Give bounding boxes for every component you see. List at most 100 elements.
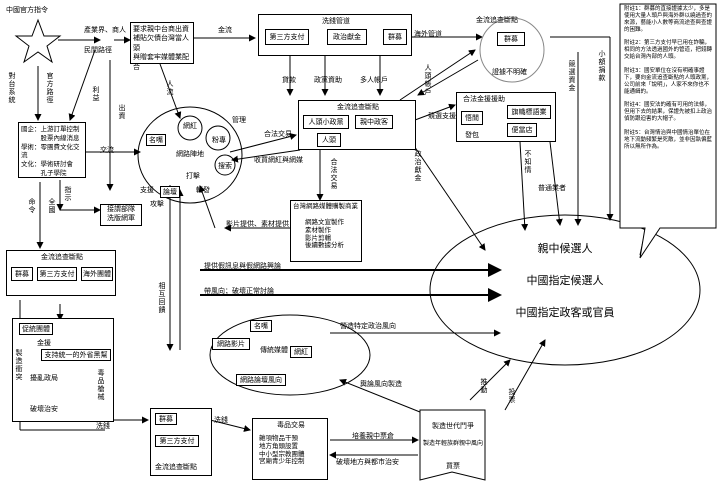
arrow-industry-left bbox=[68, 49, 96, 121]
bottom-node-box: 群募 第三方支付 金流追查斷點 bbox=[150, 408, 212, 476]
overseas-label: 海外管道 bbox=[414, 30, 442, 38]
provide-label: 影片提供、素材提供 bbox=[226, 220, 289, 228]
ordinary-vendors: 普通業者 bbox=[538, 184, 566, 192]
circle-right bbox=[429, 214, 701, 366]
support-label: 支援 bbox=[140, 186, 154, 194]
network-search: 搜索 bbox=[218, 162, 232, 170]
lobbyist-label: 政 治 獻 金 bbox=[414, 150, 422, 183]
network-name: 名嘴 bbox=[146, 134, 166, 146]
demand-box: 要求親中台商出資 補貼欠債台灣當人頭 與贈套牢媒體業配合 bbox=[130, 22, 194, 71]
mid-trad: 傳統媒體 bbox=[260, 346, 288, 354]
lb-wash: 洗錢 bbox=[96, 422, 110, 430]
network-relay: 轉發 bbox=[196, 186, 210, 194]
network-outlets: 網路陣地 bbox=[176, 150, 204, 158]
bottom-node-title: 金流追查斷點 bbox=[155, 463, 197, 471]
breakthrough-label: 帶風向；破壞正常討論 bbox=[204, 287, 274, 295]
media-help-label: 營造特定政治風向 bbox=[340, 322, 396, 330]
note-3: 附註3：國安單位在沒有明確事證下，要向金流追查斷點的人頭政黨，公司前來「說明」，… bbox=[624, 67, 713, 95]
arrow-demand-network bbox=[159, 63, 182, 119]
troll-army-box: 接謂部隊 洗版網軍 bbox=[100, 204, 142, 226]
lb-destroy: 破壞治安 bbox=[30, 405, 58, 413]
lb-disrupt: 擾亂政局 bbox=[30, 374, 58, 382]
trade-box: 毒品交易 雜項物品干預 地方角頭設置 中小型宗教團體 宮廟青少年控制 bbox=[252, 418, 328, 480]
lb-manufacture: 製 造 衝 突 bbox=[15, 349, 23, 382]
vote-bank-label: 培養親中票倉 bbox=[352, 432, 394, 440]
industry-label: 產業界、商人 bbox=[84, 26, 126, 34]
media-title: 台灣網路媒體購製商業 bbox=[293, 202, 358, 210]
flow-node-title: 金流追查斷點 bbox=[337, 103, 379, 111]
bottom-wash: 洗錢 bbox=[214, 416, 228, 424]
flow-node-box: 金流追查斷點 人頭小政黨 親中政客 人頭 bbox=[298, 100, 416, 150]
arrow-network-flow bbox=[229, 133, 297, 153]
commission-label: 合 法 交 易 bbox=[330, 158, 338, 191]
instruction-label: 指 示 bbox=[64, 186, 72, 203]
gang-title: 製造世代鬥爭 bbox=[432, 422, 474, 430]
arrow-overseas-node bbox=[399, 49, 476, 101]
unaware-label: 不 知 情 bbox=[524, 150, 532, 175]
lb-funds: 金援 bbox=[37, 339, 51, 347]
official-designated: 中國指定政客或官員 bbox=[515, 306, 615, 319]
lb-front: 促統團體 bbox=[19, 323, 53, 335]
campaign-funds: 競 選 資 金 bbox=[568, 60, 576, 93]
cash-label: 金流 bbox=[218, 26, 232, 34]
legit-box: 合法金援援助 悟閒 旗幟標語業 發包 便當店 bbox=[456, 92, 556, 142]
gang-buy: 買票 bbox=[446, 462, 460, 470]
arrow-legit-circle-2 bbox=[549, 141, 563, 226]
mid-review: 網路論壇風向 bbox=[236, 374, 286, 386]
arrow-flow-collect bbox=[231, 149, 301, 163]
bottom-lobby: 群募 bbox=[155, 413, 177, 425]
public-opinion-label: 輿論風向製造 bbox=[360, 380, 402, 388]
manage-label: 管理 bbox=[232, 116, 246, 124]
inflow-label: 人 流 bbox=[166, 80, 174, 97]
third-party-box: 第三方支付 bbox=[265, 29, 309, 45]
lb-title: 金流追查斷點 bbox=[41, 253, 83, 261]
note-2: 附註2：第三方支付早已用在詐騙，相同的方法透過國外的管道，把錢轉交給台灣內部的人… bbox=[624, 40, 713, 61]
civil-path-label: 民間路徑 bbox=[84, 46, 112, 54]
destroy-public-label: 破壞地方與都市治安 bbox=[336, 458, 399, 466]
loan-label: 貸款 bbox=[282, 76, 296, 84]
mid-web: 網紅 bbox=[290, 346, 312, 358]
circle-web-in bbox=[177, 115, 203, 141]
mid-name: 名嘴 bbox=[250, 320, 272, 332]
official-command-label: 中國官方指令 bbox=[6, 6, 48, 14]
state-orgs-box: 國企：上游訂單控制 股票內線消息 學術：零團費文化交流 文化：學術研討會 孔子學… bbox=[18, 122, 86, 178]
arrow-overseas-lobby bbox=[417, 59, 479, 96]
launder-title: 洗錢管道 bbox=[322, 17, 350, 25]
legal-trade-label: 合法交易 bbox=[264, 130, 292, 138]
trade-goods: 雜項物品干預 地方角頭設置 中小型宗教團體 宮廟青少年控制 bbox=[259, 434, 305, 466]
arrow-media-network bbox=[198, 185, 216, 229]
arrow-push bbox=[469, 359, 511, 401]
circle-network bbox=[137, 106, 243, 204]
overseas-lobby-box: 群募 bbox=[497, 32, 525, 46]
flag-box: 旗幟標語業 bbox=[507, 105, 551, 119]
circle-media bbox=[209, 314, 371, 396]
lb-front-box: 促統團體 金援 支持統一的外省黑幫 製 造 衝 突 毒 品 槍 械 bbox=[12, 318, 114, 422]
circle-overseas-node bbox=[479, 17, 545, 83]
network-forum: 論壇 bbox=[160, 186, 180, 198]
arrow-wash-2 bbox=[209, 419, 251, 432]
arrow-vote bbox=[504, 339, 546, 411]
legit-title: 合法金援援助 bbox=[463, 95, 505, 103]
overseas-node-title: 金流追查斷點 bbox=[476, 16, 518, 24]
notes-text: 附註1：群募的直接證據太少，多是使用大量人頭戶與海外群以繞過查的來源，藝能小人數… bbox=[624, 6, 714, 150]
group-box: 悟閒 bbox=[461, 111, 483, 125]
sector-stack: 對 台 系 統 bbox=[8, 72, 16, 105]
mutual-label: 相 互 回 饋 bbox=[158, 282, 166, 315]
note-4: 附註4：國安法的確有可用的法條，但用下去的結果，保證先被扣上政治偵防跟迫害的大帽… bbox=[624, 102, 713, 122]
lb-node-box: 金流追查斷點 群募 第三方支付 海外團體 bbox=[6, 250, 116, 296]
mid-video: 網路影片 bbox=[212, 338, 250, 350]
nationwide-label: 全 國 bbox=[48, 198, 56, 215]
launder-box: 洗錢管道 第三方支付 政治獻金 群募 bbox=[258, 14, 412, 56]
campaign-support-label: 競選支援 bbox=[428, 112, 456, 120]
pro-china-politician-box: 親中政客 bbox=[355, 115, 393, 129]
false-news-label: 提供假訊息與假網路興論 bbox=[204, 262, 281, 270]
note-5: 附註5：台灣情治與中國情治單位在地下流動頻繁是死敵，並非因執偏藍所以無所作為。 bbox=[624, 129, 713, 150]
notes-bubble bbox=[619, 3, 717, 259]
star-icon bbox=[14, 18, 62, 64]
lb-overseas: 海外團體 bbox=[81, 267, 113, 281]
media-box: 台灣網路媒體購製商業 網路文宣製作 素材製作 影片剪輯 後續數據分析 bbox=[290, 200, 362, 262]
outflow-label: 出 資 bbox=[118, 104, 126, 121]
small-donations: 小 額 捐 款 bbox=[598, 50, 606, 83]
subcontract-label: 發包 bbox=[465, 131, 479, 139]
